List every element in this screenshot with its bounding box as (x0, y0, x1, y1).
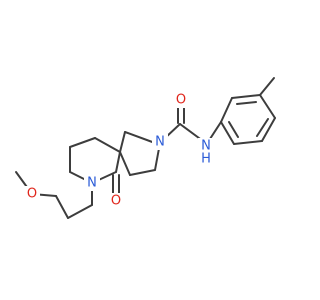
molecule-structure: O N H N N O O (15, 77, 276, 219)
bond (55, 195, 69, 219)
bond (69, 137, 96, 148)
atom-label-n: N (155, 135, 165, 150)
atom-label-layer: O N H N N O O (24, 92, 214, 209)
bond (259, 94, 276, 119)
atom-label-h: H (201, 152, 211, 167)
atom-ether-oxygen: O (24, 186, 40, 202)
atom-amide-nitrogen: N H (198, 138, 214, 167)
bond (236, 101, 257, 105)
atom-lactam-nitrogen: N (84, 175, 100, 191)
atom-carbonyl-oxygen: O (173, 92, 189, 108)
atom-label-o: O (176, 93, 186, 108)
bond (256, 118, 269, 137)
atom-label-o: O (111, 194, 121, 209)
bond (261, 117, 276, 142)
bond (220, 121, 235, 145)
bond (259, 77, 275, 96)
bond (94, 137, 121, 153)
atom-pyrrolidine-nitrogen: N (152, 134, 168, 150)
atom-label-n: N (201, 139, 211, 154)
bond (119, 151, 131, 176)
bond (228, 121, 239, 138)
atom-label-o: O (27, 187, 37, 202)
bond (67, 204, 93, 219)
bond-layer (15, 77, 276, 219)
bond (220, 97, 233, 123)
bond (115, 151, 121, 173)
bond (129, 169, 156, 176)
bond (119, 131, 126, 153)
bond (233, 140, 263, 145)
bond (124, 131, 156, 144)
bond (231, 94, 261, 99)
atom-label-n: N (87, 176, 97, 191)
atom-lactam-oxygen: O (108, 193, 124, 209)
